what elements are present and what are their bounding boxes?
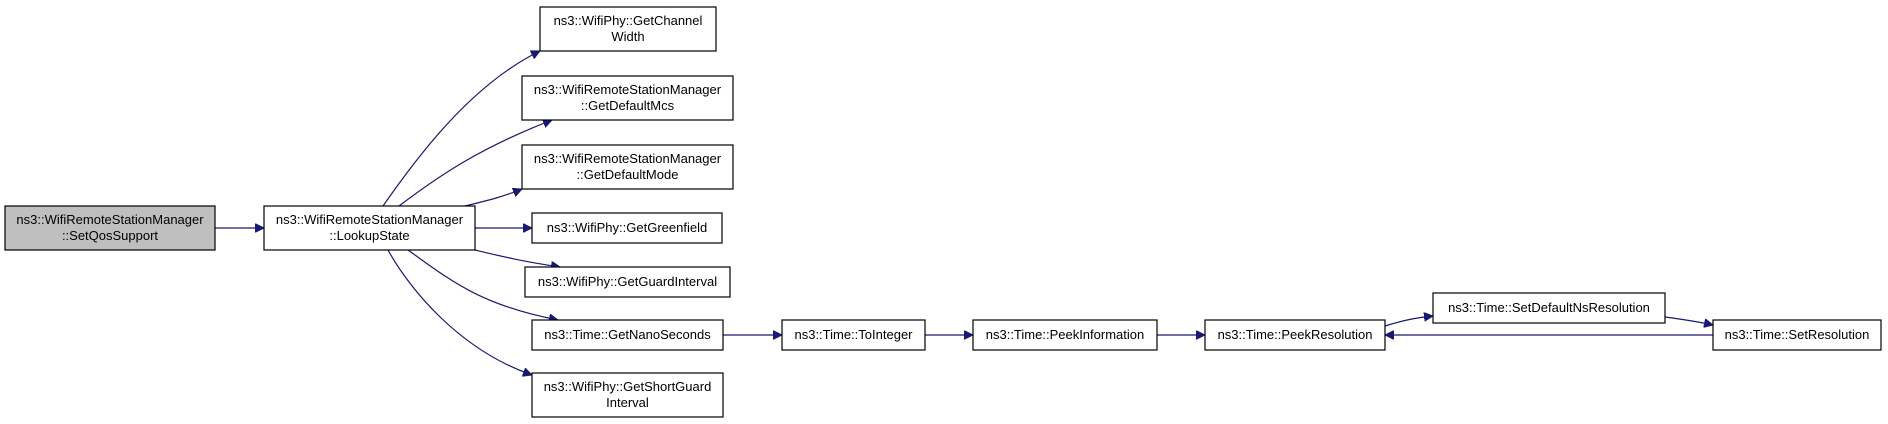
edge-n1-to-n4 [464,189,522,207]
node-label-line: Width [611,29,644,44]
graph-node-n6[interactable]: ns3::WifiPhy::GetGuardInterval [524,266,731,298]
node-box [1204,319,1386,351]
node-label-line: ns3::WifiPhy::GetGuardInterval [538,274,717,289]
edge-n1-to-n2 [382,51,540,207]
node-label-line: ::GetDefaultMode [577,167,679,182]
graph-node-n11[interactable]: ns3::Time::PeekResolution [1204,319,1386,351]
node-box [539,6,717,52]
node-box [1432,292,1666,324]
edges [215,51,1713,375]
node-label-line: ns3::Time::ToInteger [794,327,913,342]
node-box [1712,319,1882,351]
node-label-line: ns3::WifiRemoteStationManager [534,82,722,97]
graph-node-n7[interactable]: ns3::Time::GetNanoSeconds [531,319,724,351]
graph-node-n0: ns3::WifiRemoteStationManager::SetQosSup… [4,205,216,251]
node-label-line: ns3::Time::GetNanoSeconds [544,327,711,342]
node-label-line: ns3::WifiRemoteStationManager [276,212,464,227]
graph-node-n4[interactable]: ns3::WifiRemoteStationManager::GetDefaul… [521,144,734,190]
nodes: ns3::WifiRemoteStationManager::SetQosSup… [4,6,1882,418]
node-box [521,75,734,121]
node-box [263,205,476,251]
node-label-line: ::GetDefaultMcs [581,98,675,113]
node-box [531,212,723,244]
node-label-line: ns3::WifiPhy::GetGreenfield [547,220,707,235]
node-label-line: ns3::WifiPhy::GetChannel [554,13,703,28]
graph-node-n3[interactable]: ns3::WifiRemoteStationManager::GetDefaul… [521,75,734,121]
node-box [531,372,724,418]
node-label-line: ::LookupState [329,228,409,243]
graph-node-n5[interactable]: ns3::WifiPhy::GetGreenfield [531,212,723,244]
node-label-line: ::SetQosSupport [62,228,158,243]
node-label-line: ns3::Time::SetDefaultNsResolution [1448,300,1650,315]
edge-n1-to-n3 [398,120,552,207]
graph-node-n12[interactable]: ns3::Time::SetDefaultNsResolution [1432,292,1666,324]
edge-n11-to-n12 [1384,316,1433,327]
node-label-line: Interval [606,395,649,410]
node-box [531,319,724,351]
edge-n1-to-n8 [387,249,532,375]
node-label-line: ns3::WifiPhy::GetShortGuard [544,379,712,394]
edge-n1-to-n6 [474,249,560,267]
edge-n12-to-n13 [1664,316,1713,325]
node-box [4,205,216,251]
node-box [524,266,731,298]
node-label-line: ns3::WifiRemoteStationManager [16,212,204,227]
node-label-line: ns3::Time::SetResolution [1725,327,1870,342]
node-label-line: ns3::WifiRemoteStationManager [534,151,722,166]
graph-node-n9[interactable]: ns3::Time::ToInteger [781,319,926,351]
graph-node-n10[interactable]: ns3::Time::PeekInformation [972,319,1158,351]
graph-node-n1[interactable]: ns3::WifiRemoteStationManager::LookupSta… [263,205,476,251]
node-box [521,144,734,190]
edge-n1-to-n7 [407,249,558,320]
node-label-line: ns3::Time::PeekInformation [986,327,1144,342]
node-label-line: ns3::Time::PeekResolution [1218,327,1373,342]
graph-node-n13[interactable]: ns3::Time::SetResolution [1712,319,1882,351]
node-box [972,319,1158,351]
node-box [781,319,926,351]
